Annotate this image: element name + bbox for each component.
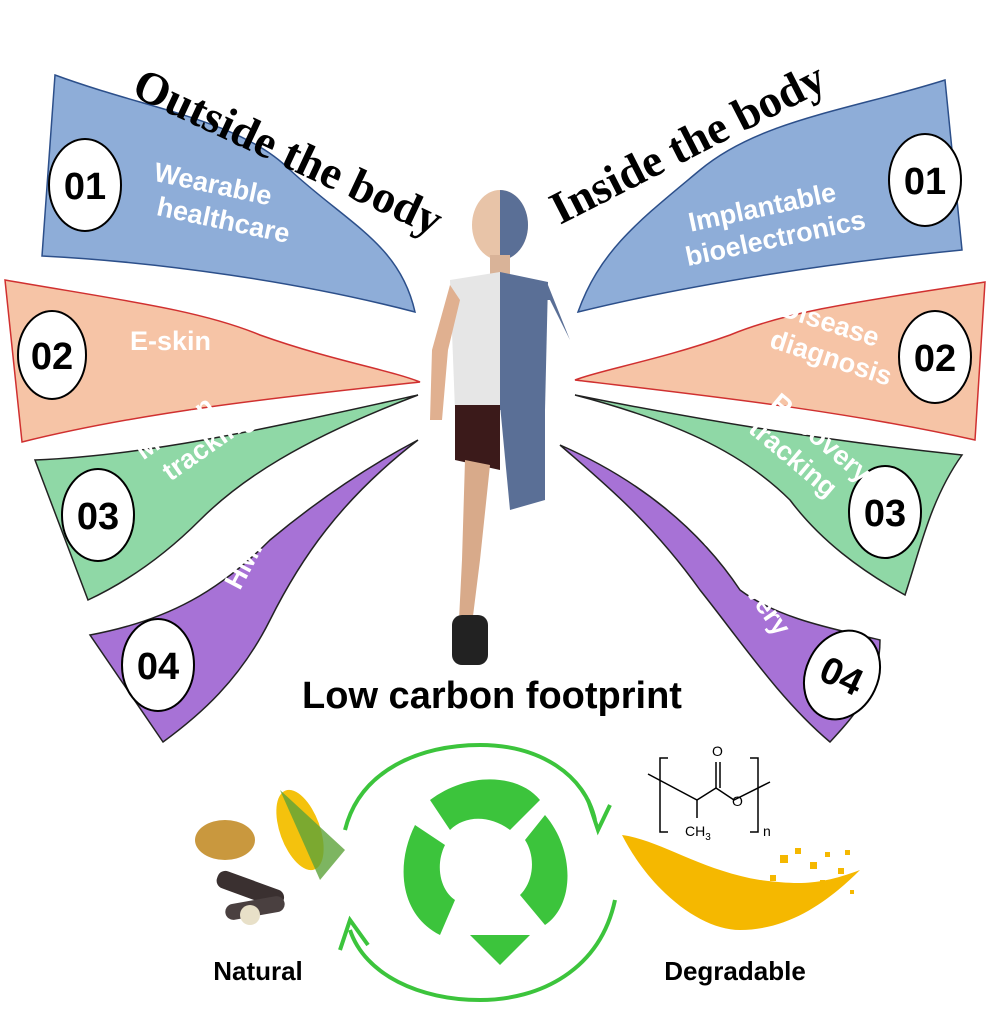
natural-label: Natural xyxy=(213,956,303,986)
chem-methyl: CH3 xyxy=(685,823,711,843)
natural-materials-image xyxy=(195,789,345,925)
number-badge xyxy=(17,310,87,400)
chem-oxygen: O xyxy=(712,743,723,759)
number-label: 03 xyxy=(864,493,906,535)
degradable-label: Degradable xyxy=(664,956,806,986)
number-badge xyxy=(848,465,922,559)
outside-wing-3: 03 Motion tracking xyxy=(33,390,419,602)
runner-figure xyxy=(430,190,570,665)
pla-structure xyxy=(647,757,771,833)
number-badge xyxy=(803,629,881,721)
number-label: 01 xyxy=(904,161,946,203)
number-label: 04 xyxy=(137,646,179,688)
number-badge xyxy=(48,138,122,232)
outside-wing-1: 01 Wearable healthcare xyxy=(41,73,417,314)
recycle-arrows xyxy=(338,742,617,1003)
number-badge xyxy=(61,468,135,562)
number-label: 02 xyxy=(914,338,956,380)
degradable-material-image xyxy=(622,835,860,930)
number-badge xyxy=(898,310,972,404)
inside-wing-1: 01 Implantable bioelectronics xyxy=(576,79,963,314)
number-label: 03 xyxy=(77,496,119,538)
number-label: 01 xyxy=(64,166,106,208)
inside-wing-2: 02 Disease diagnosis xyxy=(574,281,986,441)
chem-oxygen-ester: O xyxy=(732,793,743,809)
shoe xyxy=(452,615,488,665)
number-label: 02 xyxy=(31,336,73,378)
chem-repeat-n: n xyxy=(763,823,771,839)
number-badge xyxy=(888,133,962,227)
footprint-heading: Low carbon footprint xyxy=(302,675,682,717)
number-badge xyxy=(121,618,195,712)
recycle-footprint-icon xyxy=(403,779,568,965)
wing-label-line: E-skin xyxy=(130,326,211,356)
outside-wing-2: 02 E-skin xyxy=(4,279,421,443)
